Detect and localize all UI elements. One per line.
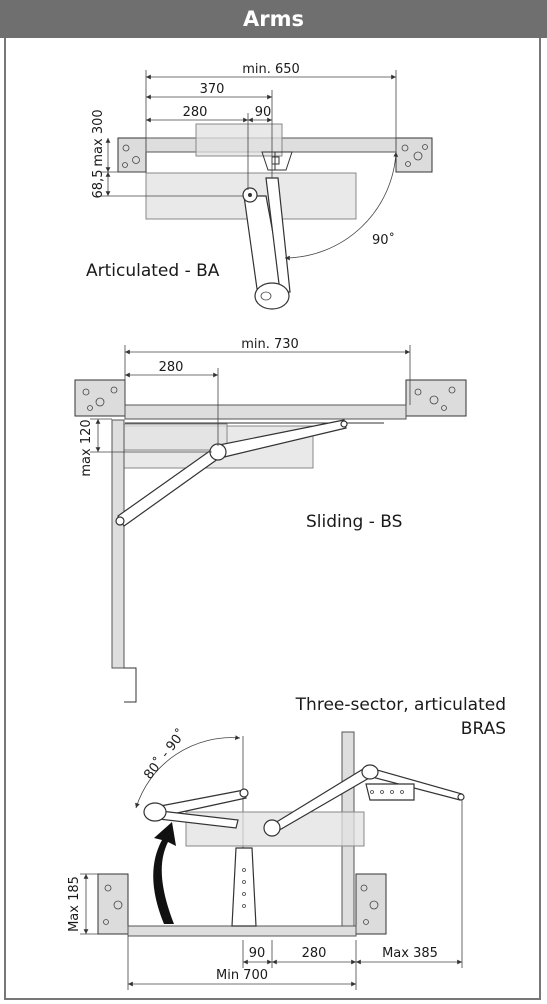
ba-diagram: 90˚ min. 650 370 280 90 max 300 68,5 Art… <box>86 62 433 310</box>
ba-dim-280: 280 <box>183 105 208 120</box>
bras-caption-line2: BRAS <box>461 719 506 739</box>
bras-left-arm <box>143 788 249 829</box>
ba-wall-right <box>395 137 433 173</box>
bs-motor-ghost <box>111 423 228 451</box>
bs-wall-right <box>405 379 467 417</box>
bs-dim-min730: min. 730 <box>241 337 299 352</box>
ba-bracket-ghost <box>195 123 283 157</box>
bras-dim-280: 280 <box>302 946 327 961</box>
ba-arm <box>242 177 291 310</box>
bs-door-leaf <box>124 404 407 420</box>
bras-caption-line1: Three-sector, articulated <box>295 695 506 715</box>
ba-dim-90: 90 <box>255 105 272 120</box>
ba-dim-685: 68,5 <box>91 170 106 199</box>
section-header: Arms <box>0 0 547 38</box>
ba-dim-max300: max 300 <box>91 109 106 166</box>
bs-dim-280: 280 <box>159 360 184 375</box>
bras-door-leaf <box>127 925 357 937</box>
bras-dim-90: 90 <box>249 946 266 961</box>
bras-dim-max385: Max 385 <box>382 946 438 961</box>
bras-dim-max185: Max 185 <box>67 876 82 932</box>
bras-wall-right <box>355 873 387 935</box>
bras-dim-min700: Min 700 <box>216 968 268 983</box>
bras-opening-arrow <box>153 822 176 924</box>
bs-caption: Sliding - BS <box>306 512 402 532</box>
bras-angle-arc <box>135 735 241 809</box>
bs-dim-max120: max 120 <box>79 419 94 476</box>
bs-wall-left <box>74 379 126 417</box>
ba-caption: Articulated - BA <box>86 261 220 281</box>
ba-dim-370: 370 <box>200 82 225 97</box>
bras-right-arm <box>263 764 465 837</box>
ba-wall-left <box>117 137 147 173</box>
ba-dim-min650: min. 650 <box>242 62 300 77</box>
header-title: Arms <box>243 7 304 31</box>
bras-wall-left <box>97 873 129 935</box>
bras-diagram: Three-sector, articulated BRAS <box>67 695 506 990</box>
bs-door-post <box>111 419 125 669</box>
ba-angle-arc <box>284 151 399 261</box>
bras-angle-label: 80˚ - 90˚ <box>141 726 190 782</box>
bs-diagram: min. 730 280 max 120 Sliding - BS <box>74 337 467 703</box>
ba-angle-label: 90˚ <box>372 232 395 248</box>
bras-pillar <box>231 847 257 927</box>
content-frame <box>4 38 541 1000</box>
